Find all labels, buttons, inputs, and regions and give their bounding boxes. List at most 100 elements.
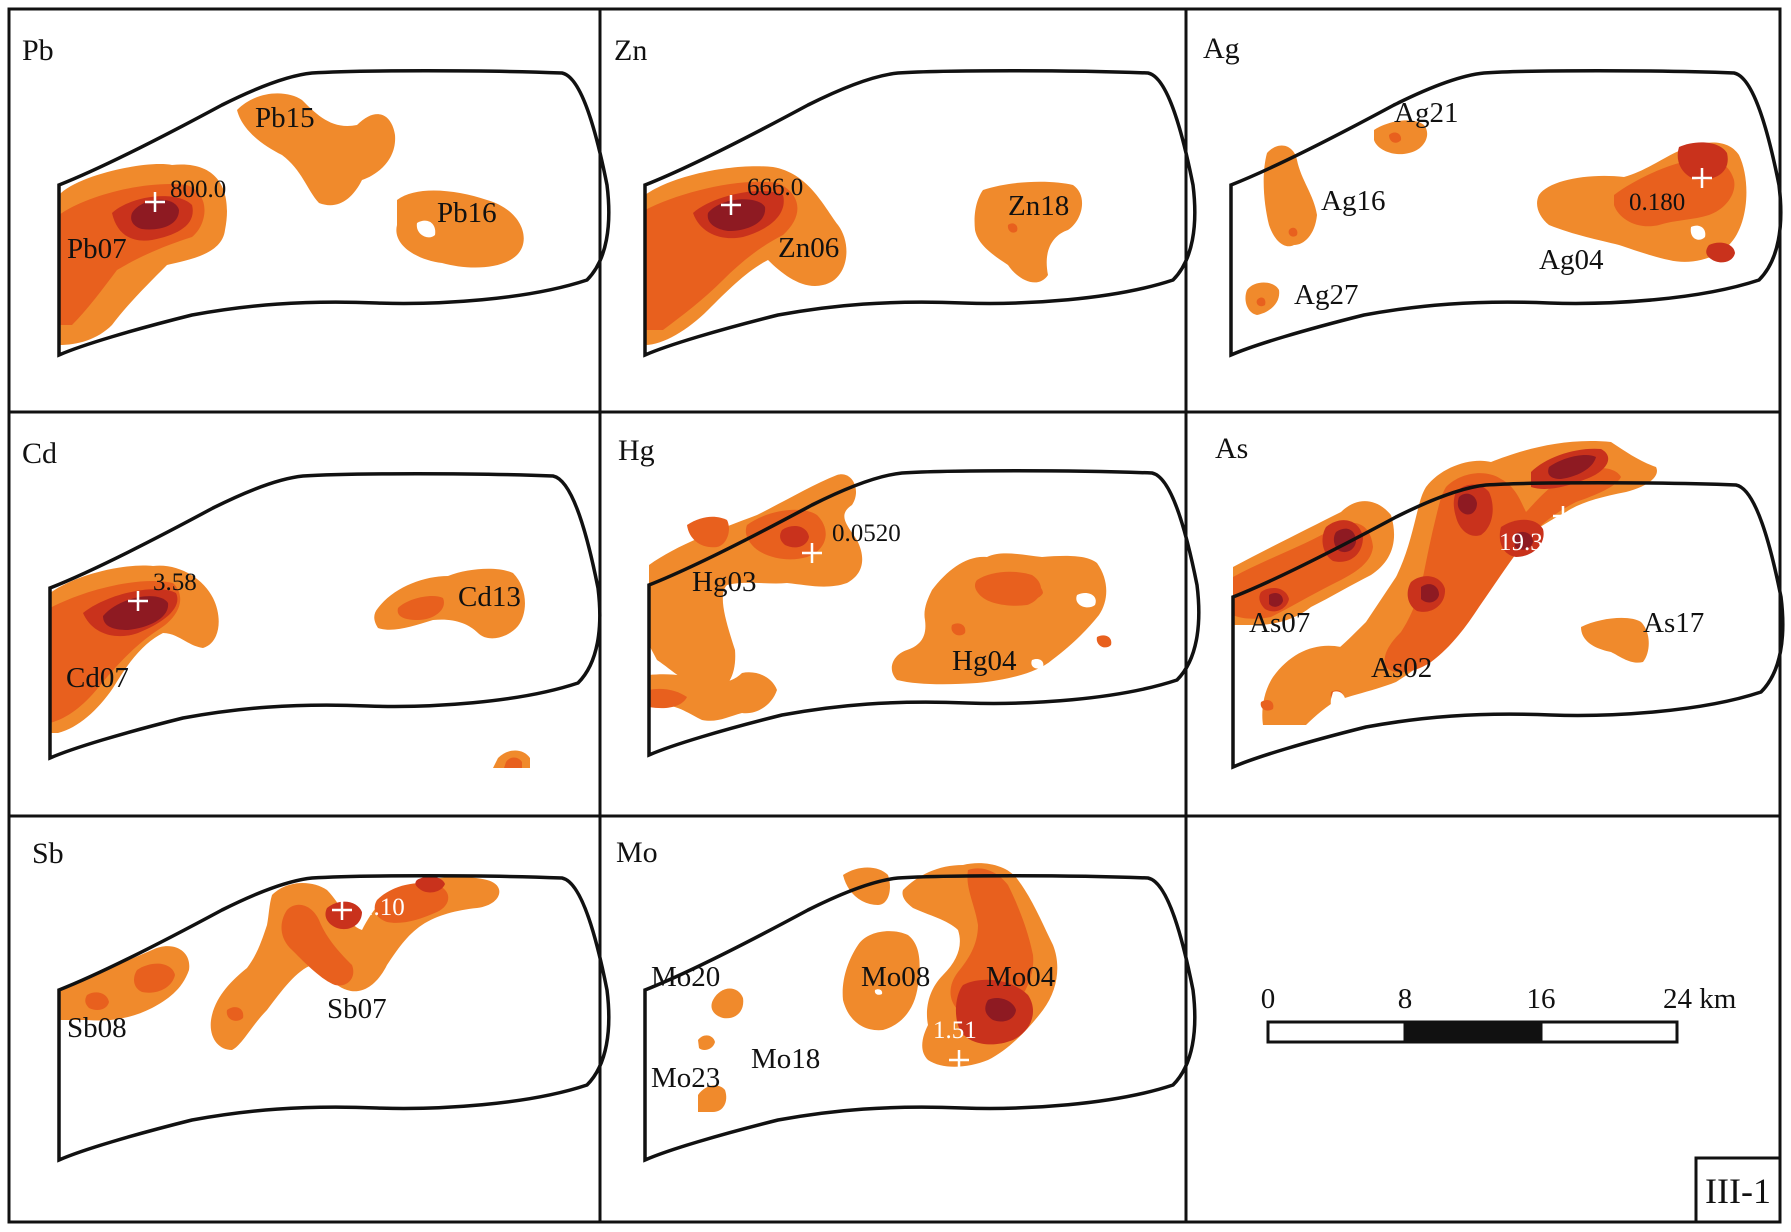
panel-ag: 0.180 Ag21 Ag16 Ag04 Ag27 [1229,69,1783,357]
anomaly-label: Zn18 [1008,190,1069,222]
area-label-box [1694,1156,1782,1224]
anomaly-label: Ag16 [1321,185,1385,217]
anomaly-area [85,992,109,1010]
element-label: Hg [618,434,655,467]
anomaly-area [974,181,1083,283]
peak-value: 19.30 [1499,529,1555,556]
peak-value: 666.0 [747,174,803,201]
scale-tick-label: 16 [1527,983,1556,1015]
anomaly-label: Mo18 [751,1043,820,1075]
anomaly-area [374,883,449,923]
anomaly-area [707,199,766,231]
element-label: Ag [1203,32,1240,65]
scale-bar-segment [1539,1020,1679,1044]
anomaly-hole [416,220,436,238]
anomaly-area [1514,531,1533,550]
anomaly-area [415,876,445,893]
area-label: III-1 [1705,1171,1771,1211]
anomaly-area [1548,455,1596,479]
anomaly-label: Sb07 [327,993,387,1025]
peak-marker [128,591,148,611]
anomaly-label: Zn06 [778,232,839,264]
anomaly-label: As02 [1371,652,1432,684]
anomaly-area [1581,617,1649,663]
anomaly-label: Mo20 [651,961,720,993]
peak-value: 800.0 [170,176,226,203]
peak-value: 1.10 [361,894,405,921]
anomaly-area [698,1035,715,1050]
anomaly-shading [649,474,1112,721]
anomaly-area [1457,493,1477,515]
anomaly-label: Ag04 [1539,244,1604,276]
anomaly-label: Mo08 [861,961,930,993]
anomaly-area [649,688,687,709]
anomaly-hole [1031,658,1044,669]
anomaly-area [103,596,169,630]
anomaly-area [842,931,920,1031]
figure-frame [7,7,1782,1224]
anomaly-label: Cd07 [66,662,129,694]
panel-zn: 666.0 Zn06 Zn18 [643,69,1197,357]
anomaly-label: Pb15 [255,102,315,134]
anomaly-area [226,1007,244,1021]
anomaly-area [891,553,1107,685]
anomaly-area [1384,467,1621,673]
anomaly-label: Sb08 [67,1012,127,1044]
element-label: Pb [22,34,54,67]
element-label: Zn [614,34,647,67]
scale-tick-label: 0 [1261,983,1276,1015]
peak-value: 0.180 [1629,189,1685,216]
panel-cd: 3.58 Cd13 Cd07 [48,472,602,768]
anomaly-area [396,190,524,268]
anomaly-label: Cd13 [458,581,521,613]
anomaly-shading [59,876,500,1050]
anomaly-area [711,988,744,1019]
anomaly-area [687,516,729,548]
anomaly-area [131,199,179,230]
anomaly-shading [1245,120,1747,315]
anomaly-area [134,963,175,993]
anomaly-hole [874,989,883,995]
anomaly-area [1421,584,1439,603]
anomaly-area [1096,635,1112,648]
anomaly-hole [1690,225,1706,240]
anomaly-label: Ag21 [1394,97,1458,129]
anomaly-area [951,623,966,636]
peak-value: 0.0520 [832,520,901,547]
element-label: Cd [22,437,57,470]
anomaly-label: Mo23 [651,1062,720,1094]
panel-sb: 1.10 Sb08 Sb07 [57,874,611,1162]
anomaly-label: As17 [1643,607,1704,639]
anomaly-area [1706,242,1735,263]
anomaly-area [950,868,1034,1018]
anomaly-shading [698,863,1058,1112]
peak-marker [145,192,165,212]
anomaly-area [281,904,354,986]
peak-marker [332,900,352,920]
anomaly-hole [1076,593,1096,608]
anomaly-area [698,1085,727,1112]
anomaly-label: As07 [1249,607,1310,639]
anomaly-label: Pb16 [437,197,497,229]
anomaly-shading [59,93,524,345]
anomaly-area [1263,145,1317,247]
anomaly-area [504,757,522,768]
anomaly-label: Ag27 [1294,279,1358,311]
panel-mo: 1.51 Mo20 Mo08 Mo04 Mo23 Mo18 [643,863,1197,1162]
peak-value: 3.58 [153,569,197,596]
scale-tick-label: 8 [1398,983,1413,1015]
anomaly-area [374,568,525,639]
anomaly-area [237,93,396,206]
peak-value: 1.51 [933,1017,977,1044]
peak-marker [1553,506,1573,526]
anomaly-label: Hg04 [952,645,1017,677]
anomaly-area [1269,593,1283,607]
anomaly-area [1256,297,1266,307]
anomaly-area [1677,142,1728,180]
anomaly-area [1007,223,1018,233]
anomaly-label: Pb07 [67,233,127,265]
anomaly-area [985,998,1016,1022]
anomaly-shading [645,166,1083,345]
element-label: Mo [616,836,658,869]
